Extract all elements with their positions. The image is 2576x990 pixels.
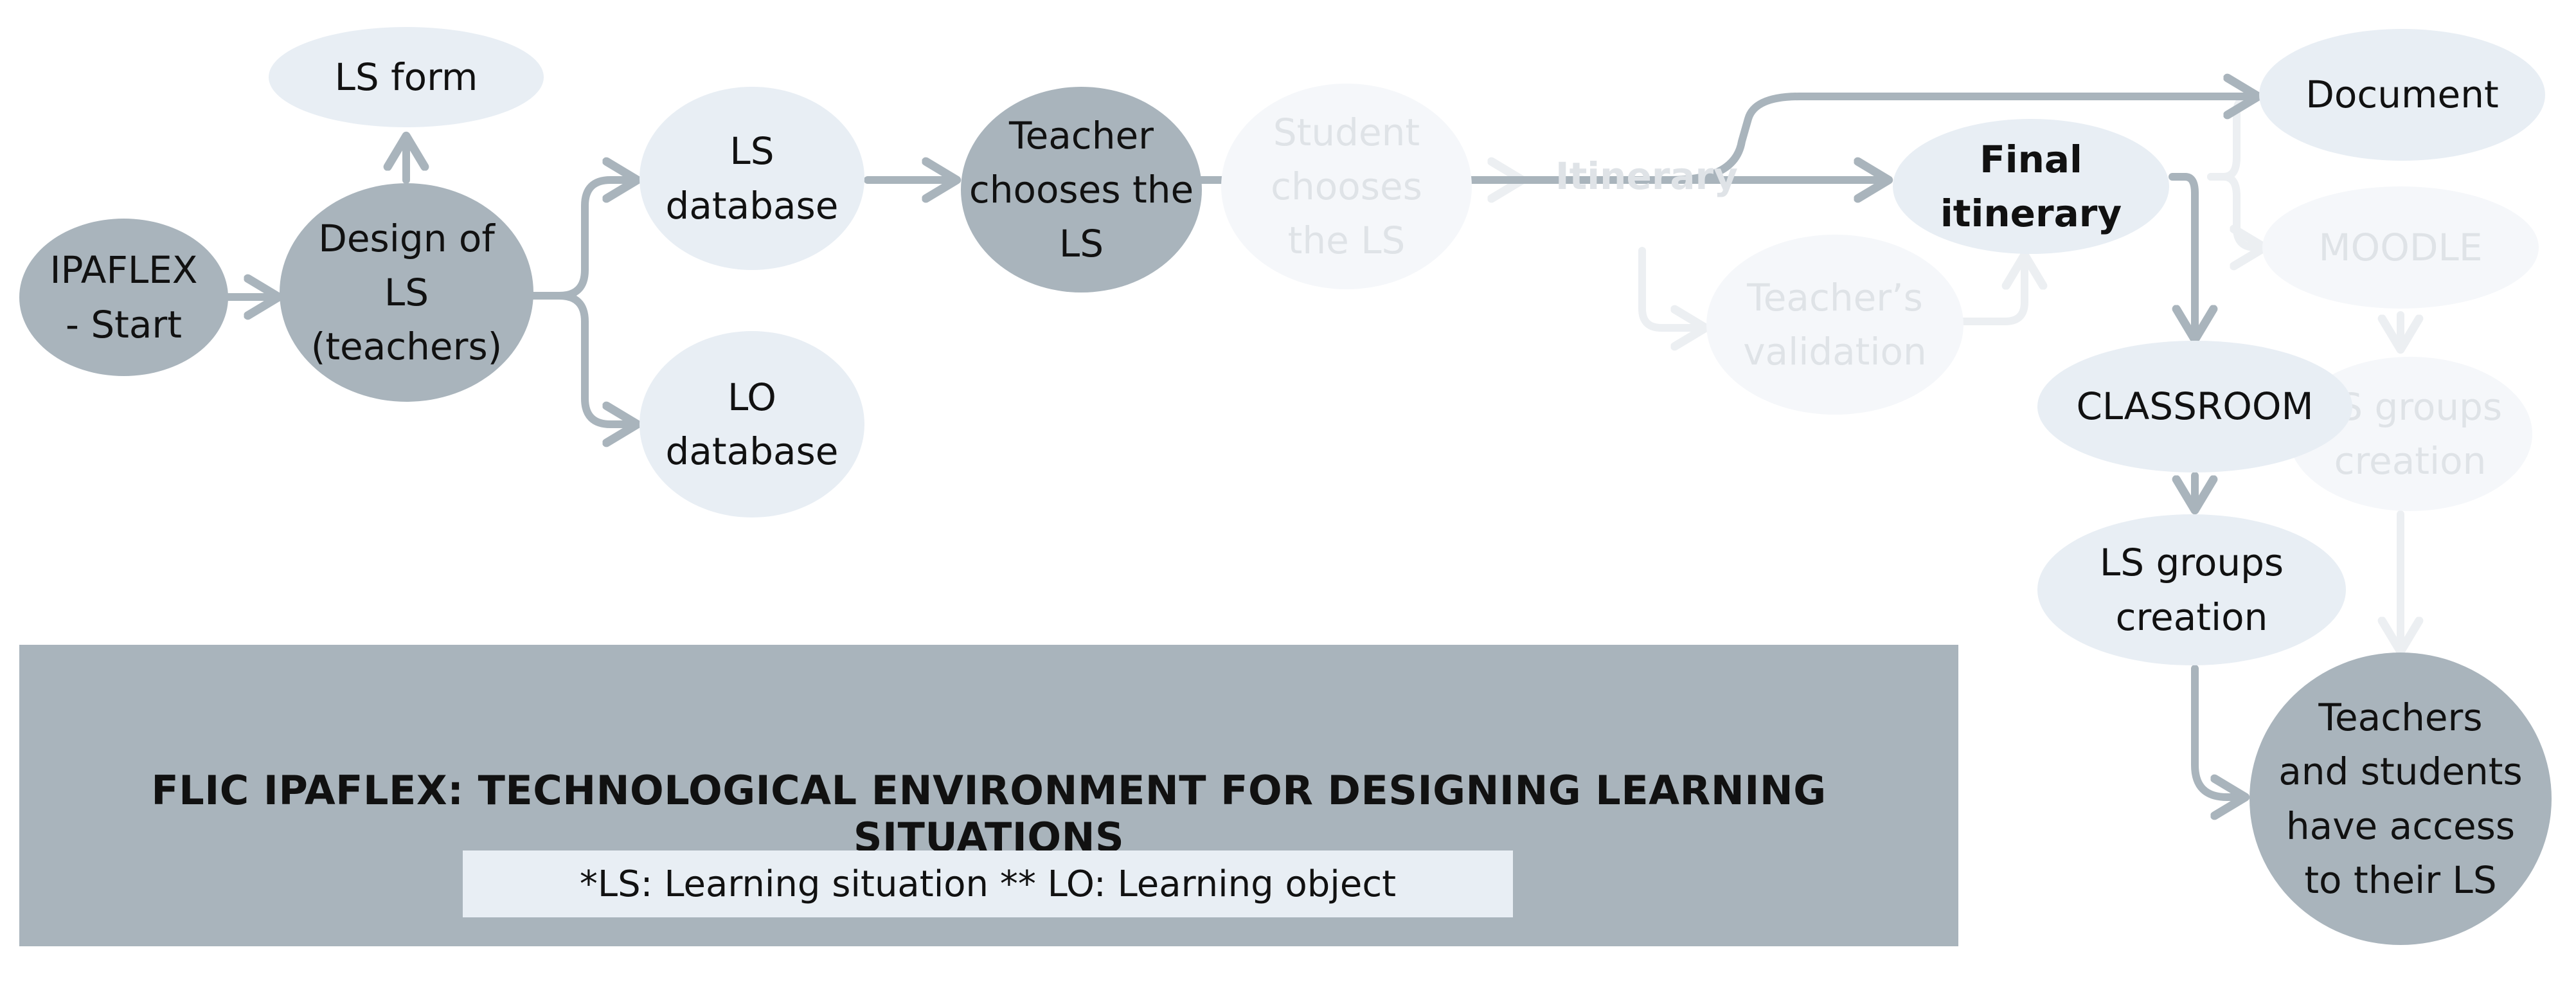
node-ls-database: LS database [640,87,864,270]
node-access: Teachers and students have access to the… [2250,652,2552,945]
node-moodle: MOODLE [2262,186,2539,309]
node-document: Document [2259,29,2545,161]
node-design-ls: Design of LS (teachers) [280,183,533,402]
arrow-design-to-ls-database [530,180,635,300]
node-teacher-chooses: Teacher chooses the LS [961,87,1202,292]
title-banner: FLIC IPAFLEX: TECHNOLOGICAL ENVIRONMENT … [19,645,1958,946]
arrow-groups-to-access [2191,665,2243,797]
node-final-itinerary: Final itinerary [1893,119,2169,254]
arrow-teacher-to-document [1667,96,2256,184]
arrow-itinerary-to-validation [1638,247,1703,328]
node-ls-form: LS form [269,27,544,127]
node-teacher-validation: Teacher’s validation [1706,235,1963,415]
legend-note: *LS: Learning situation ** LO: Learning … [463,851,1513,917]
node-lo-database: LO database [640,331,864,518]
node-student-chooses: Student chooses the LS [1221,84,1472,289]
node-classroom: CLASSROOM [2037,341,2352,473]
node-ls-groups-creation: LS groups creation [2037,514,2346,665]
arrow-final-to-classroom [2169,173,2195,338]
arrow-validation-to-final [1953,257,2025,325]
banner-title: FLIC IPAFLEX: TECHNOLOGICAL ENVIRONMENT … [151,767,1827,861]
arrow-design-to-lo-database [530,292,635,424]
arrow-final-to-moodle [2207,173,2262,248]
arrow-final-to-document-faded [2207,93,2266,181]
node-itinerary: Itinerary [1555,154,1738,198]
node-ipaflex-start: IPAFLEX - Start [19,219,228,376]
